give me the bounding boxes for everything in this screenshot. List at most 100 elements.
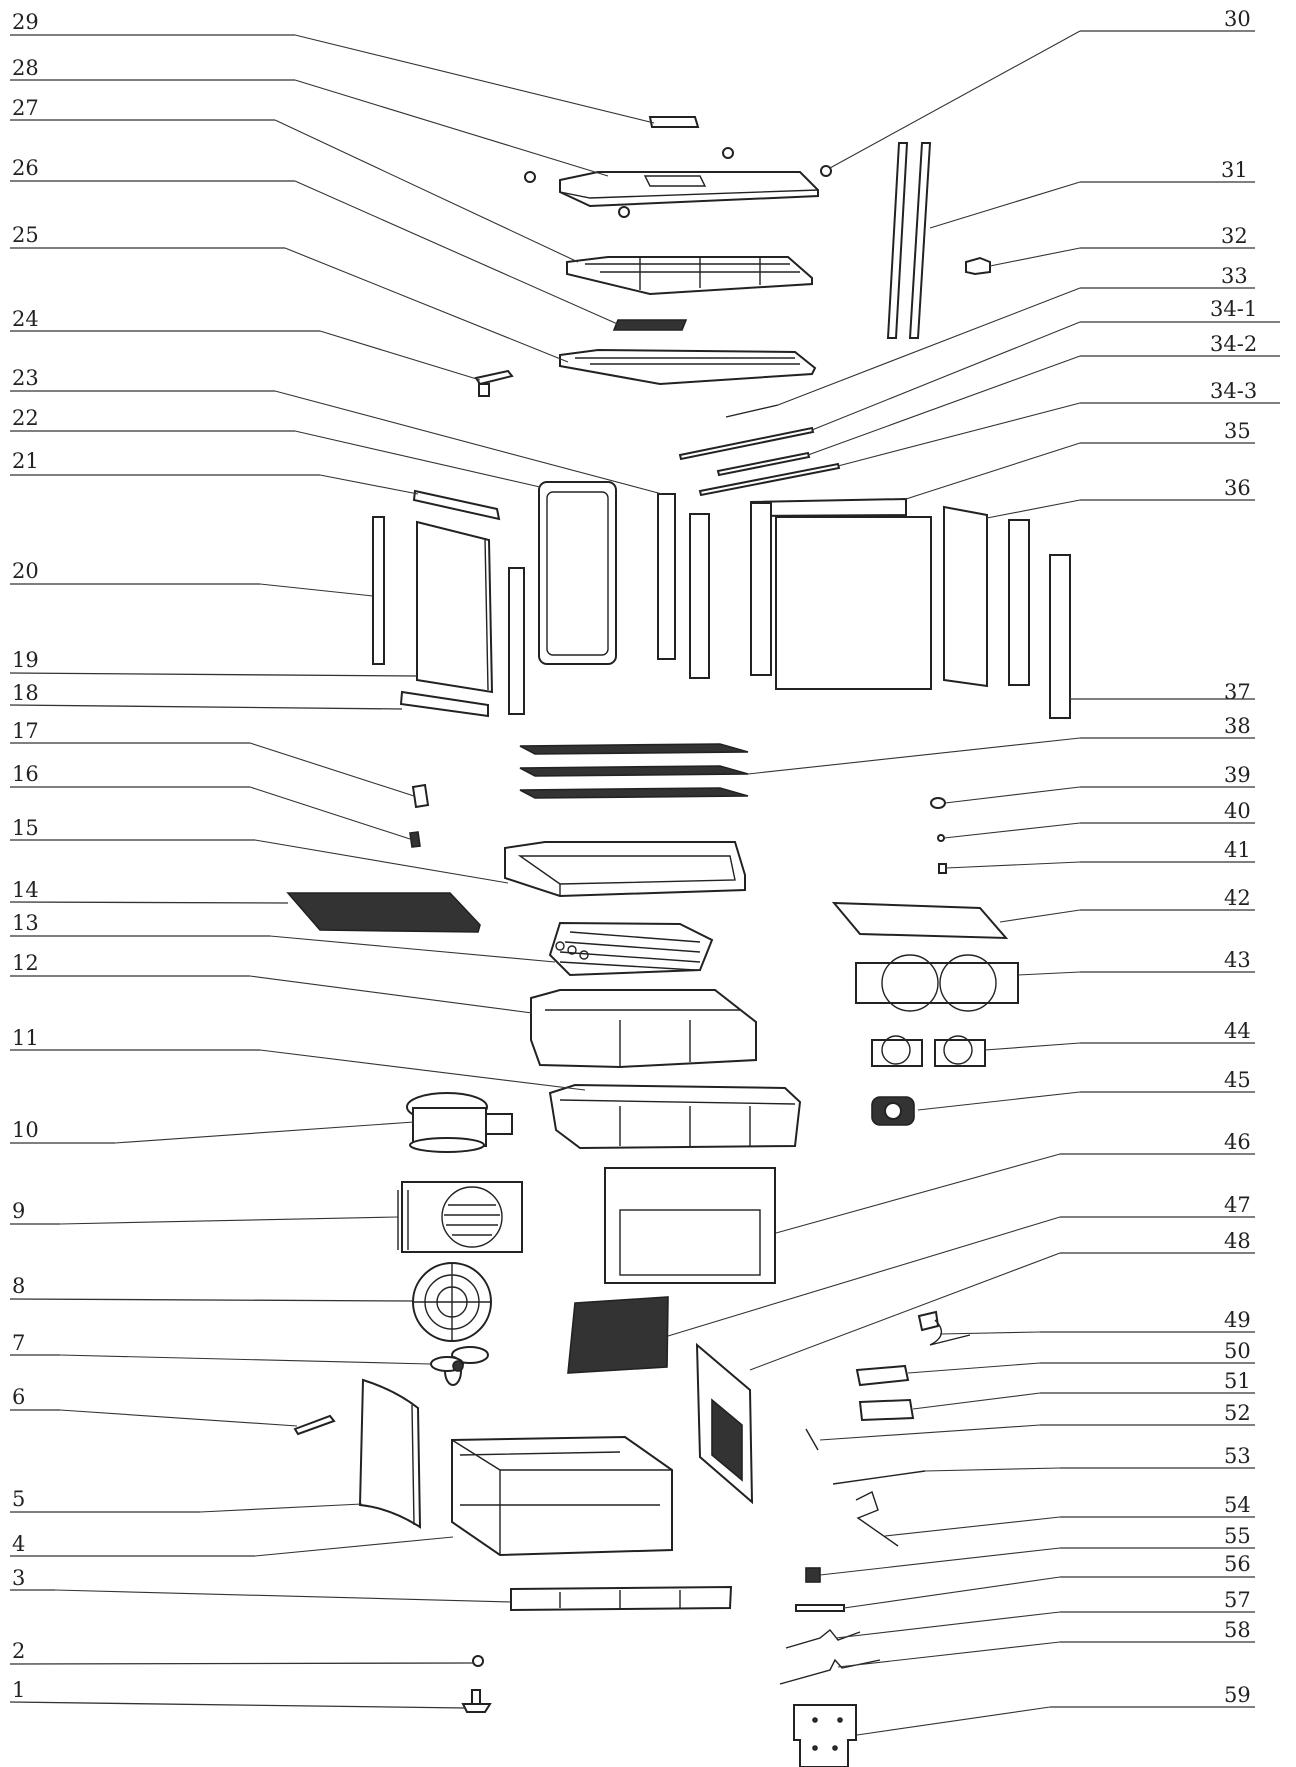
callout-42: 42 [999,886,1255,923]
svg-text:28: 28 [12,56,39,80]
part-49-power-cord [917,1310,971,1346]
left-callouts: 29 28 27 26 25 24 23 22 21 20 19 18 17 1… [9,10,663,1709]
part-29-label [648,116,700,128]
callout-51: 51 [912,1369,1255,1410]
part-47-grille [567,1296,669,1374]
callout-13: 13 [10,911,556,963]
callout-7: 7 [10,1331,431,1365]
part-45-knob [871,1096,915,1126]
part-57 [785,1629,861,1649]
part-14-grille [286,892,481,933]
part-2-nut [472,1655,484,1667]
part-59-plate [793,1704,857,1767]
callout-33: 33 [777,264,1255,406]
part-7-fan-blade [430,1346,489,1386]
callout-53: 53 [924,1444,1255,1472]
part-50-box [855,1364,910,1387]
svg-text:46: 46 [1224,1130,1251,1154]
part-41 [938,863,947,874]
svg-text:1: 1 [12,1678,25,1702]
callout-49: 49 [939,1308,1255,1335]
part-32-clip [965,256,991,276]
callout-3: 3 [10,1566,512,1603]
part-22-door-frame [538,481,617,665]
callout-47: 47 [667,1193,1255,1337]
part-4-base-frame [451,1435,673,1557]
svg-text:13: 13 [12,911,39,935]
part-1-foot [461,1703,492,1713]
callout-24: 24 [10,307,481,381]
callout-58: 58 [837,1618,1255,1668]
part-28-top-cover [559,171,819,208]
callout-29: 29 [10,10,655,124]
callout-54: 54 [884,1493,1255,1537]
svg-text:39: 39 [1224,763,1251,787]
callout-26: 26 [10,156,623,327]
svg-text:35: 35 [1224,419,1251,443]
svg-text:41: 41 [1224,838,1251,862]
svg-text:44: 44 [1224,1019,1251,1043]
callout-52: 52 [819,1401,1255,1441]
right-callouts: 30 31 32 33 34-1 34-2 34-3 35 36 37 38 3… [667,7,1280,1736]
callout-27: 27 [10,96,579,263]
svg-text:30: 30 [1224,7,1251,31]
part-38-shelves [519,743,749,799]
callout-8: 8 [9,1274,414,1302]
callout-11: 11 [10,1026,586,1091]
callout-57: 57 [835,1588,1255,1639]
svg-text:56: 56 [1224,1552,1251,1576]
part-51-box [858,1398,915,1422]
part-13-coil [548,921,714,977]
svg-text:43: 43 [1224,948,1251,972]
svg-text:21: 21 [12,449,39,473]
svg-text:54: 54 [1224,1493,1251,1517]
svg-text:50: 50 [1224,1339,1251,1363]
callout-5: 5 [10,1487,363,1513]
part-27-top-frame [566,256,813,296]
part-52 [805,1428,819,1451]
callout-39: 39 [944,763,1255,804]
callout-30: 30 [829,7,1255,169]
part-31-side-strips [886,142,932,339]
part-17 [411,783,430,809]
part-5-curved-panel [358,1378,422,1529]
part-53 [832,1470,926,1485]
part-24-bracket [474,369,514,397]
callout-25: 25 [10,223,569,363]
part-20-strip [372,516,385,665]
svg-text:17: 17 [12,719,39,743]
svg-text:53: 53 [1224,1444,1251,1468]
callout-28: 28 [10,56,609,177]
svg-text:19: 19 [12,648,39,672]
svg-text:9: 9 [12,1199,25,1223]
part-54 [855,1491,899,1547]
callout-45: 45 [917,1068,1255,1111]
callout-50: 50 [907,1339,1255,1374]
svg-text:32: 32 [1221,224,1248,248]
callout-46: 46 [775,1130,1255,1234]
part-44-motors [871,1035,986,1067]
parts-drawings [286,116,1071,1767]
svg-text:45: 45 [1224,1068,1251,1092]
svg-text:16: 16 [12,762,39,786]
callout-43: 43 [1017,948,1255,976]
part-25-tray [559,348,817,386]
callout-32: 32 [989,224,1255,267]
callout-6: 6 [10,1385,298,1427]
svg-text:34-3: 34-3 [1210,379,1257,403]
svg-text:22: 22 [12,406,39,430]
callout-10: 10 [10,1118,415,1144]
svg-text:27: 27 [12,96,39,120]
svg-text:5: 5 [12,1487,25,1511]
part-56 [795,1604,845,1612]
part-23-strip [508,567,525,715]
svg-text:42: 42 [1224,886,1251,910]
part-3-base [510,1585,733,1612]
callout-41: 41 [945,838,1255,869]
svg-text:36: 36 [1224,476,1251,500]
svg-text:29: 29 [12,10,39,34]
part-37-strip [1049,554,1071,719]
callout-18: 18 [9,681,403,710]
svg-text:48: 48 [1224,1229,1251,1253]
